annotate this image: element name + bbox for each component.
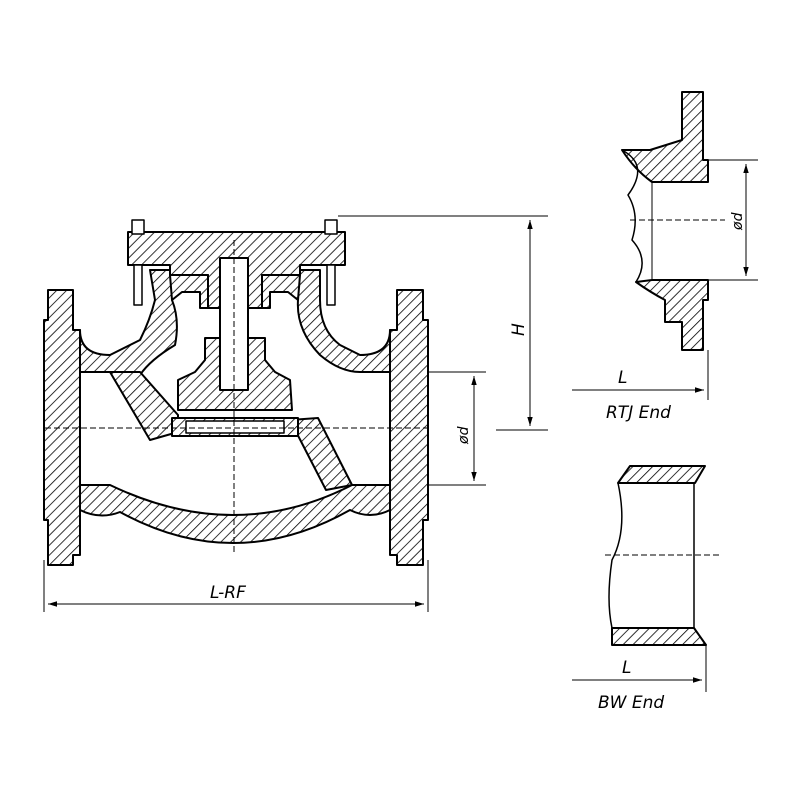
bore-label: ød	[456, 426, 472, 445]
rtj-flange-bottom	[635, 279, 709, 351]
bw-wall-bottom	[611, 627, 707, 646]
left-flange	[43, 289, 81, 566]
seat-opening	[185, 420, 285, 434]
bonnet-neck	[169, 274, 209, 309]
rtj-end-section	[621, 91, 709, 351]
rtj-length-label: L	[618, 368, 627, 388]
rtj-bore-label: ød	[730, 212, 746, 231]
length-label: L-RF	[210, 583, 246, 603]
bonnet-neck-right	[261, 274, 301, 309]
rtj-dimensions	[572, 159, 758, 400]
seat-web-right	[289, 417, 353, 491]
rtj-caption: RTJ End	[606, 403, 671, 423]
bonnet-bolts	[131, 219, 338, 306]
height-label: H	[509, 323, 529, 336]
bw-end-section	[608, 465, 707, 646]
bw-dimensions	[572, 554, 720, 692]
rtj-break-line	[621, 149, 643, 283]
lower-body	[79, 484, 391, 544]
bw-break-line	[608, 482, 623, 629]
rtj-flange-top	[621, 91, 709, 183]
globe-valve-section	[43, 219, 429, 566]
seat-web	[109, 371, 179, 441]
upper-body-left	[79, 269, 178, 376]
main-centerlines	[45, 240, 430, 555]
bw-caption: BW End	[598, 693, 664, 713]
upper-body-right	[296, 269, 391, 373]
bw-wall-top	[617, 465, 706, 484]
bw-length-label: L	[622, 658, 631, 678]
main-dimensions	[43, 215, 548, 612]
